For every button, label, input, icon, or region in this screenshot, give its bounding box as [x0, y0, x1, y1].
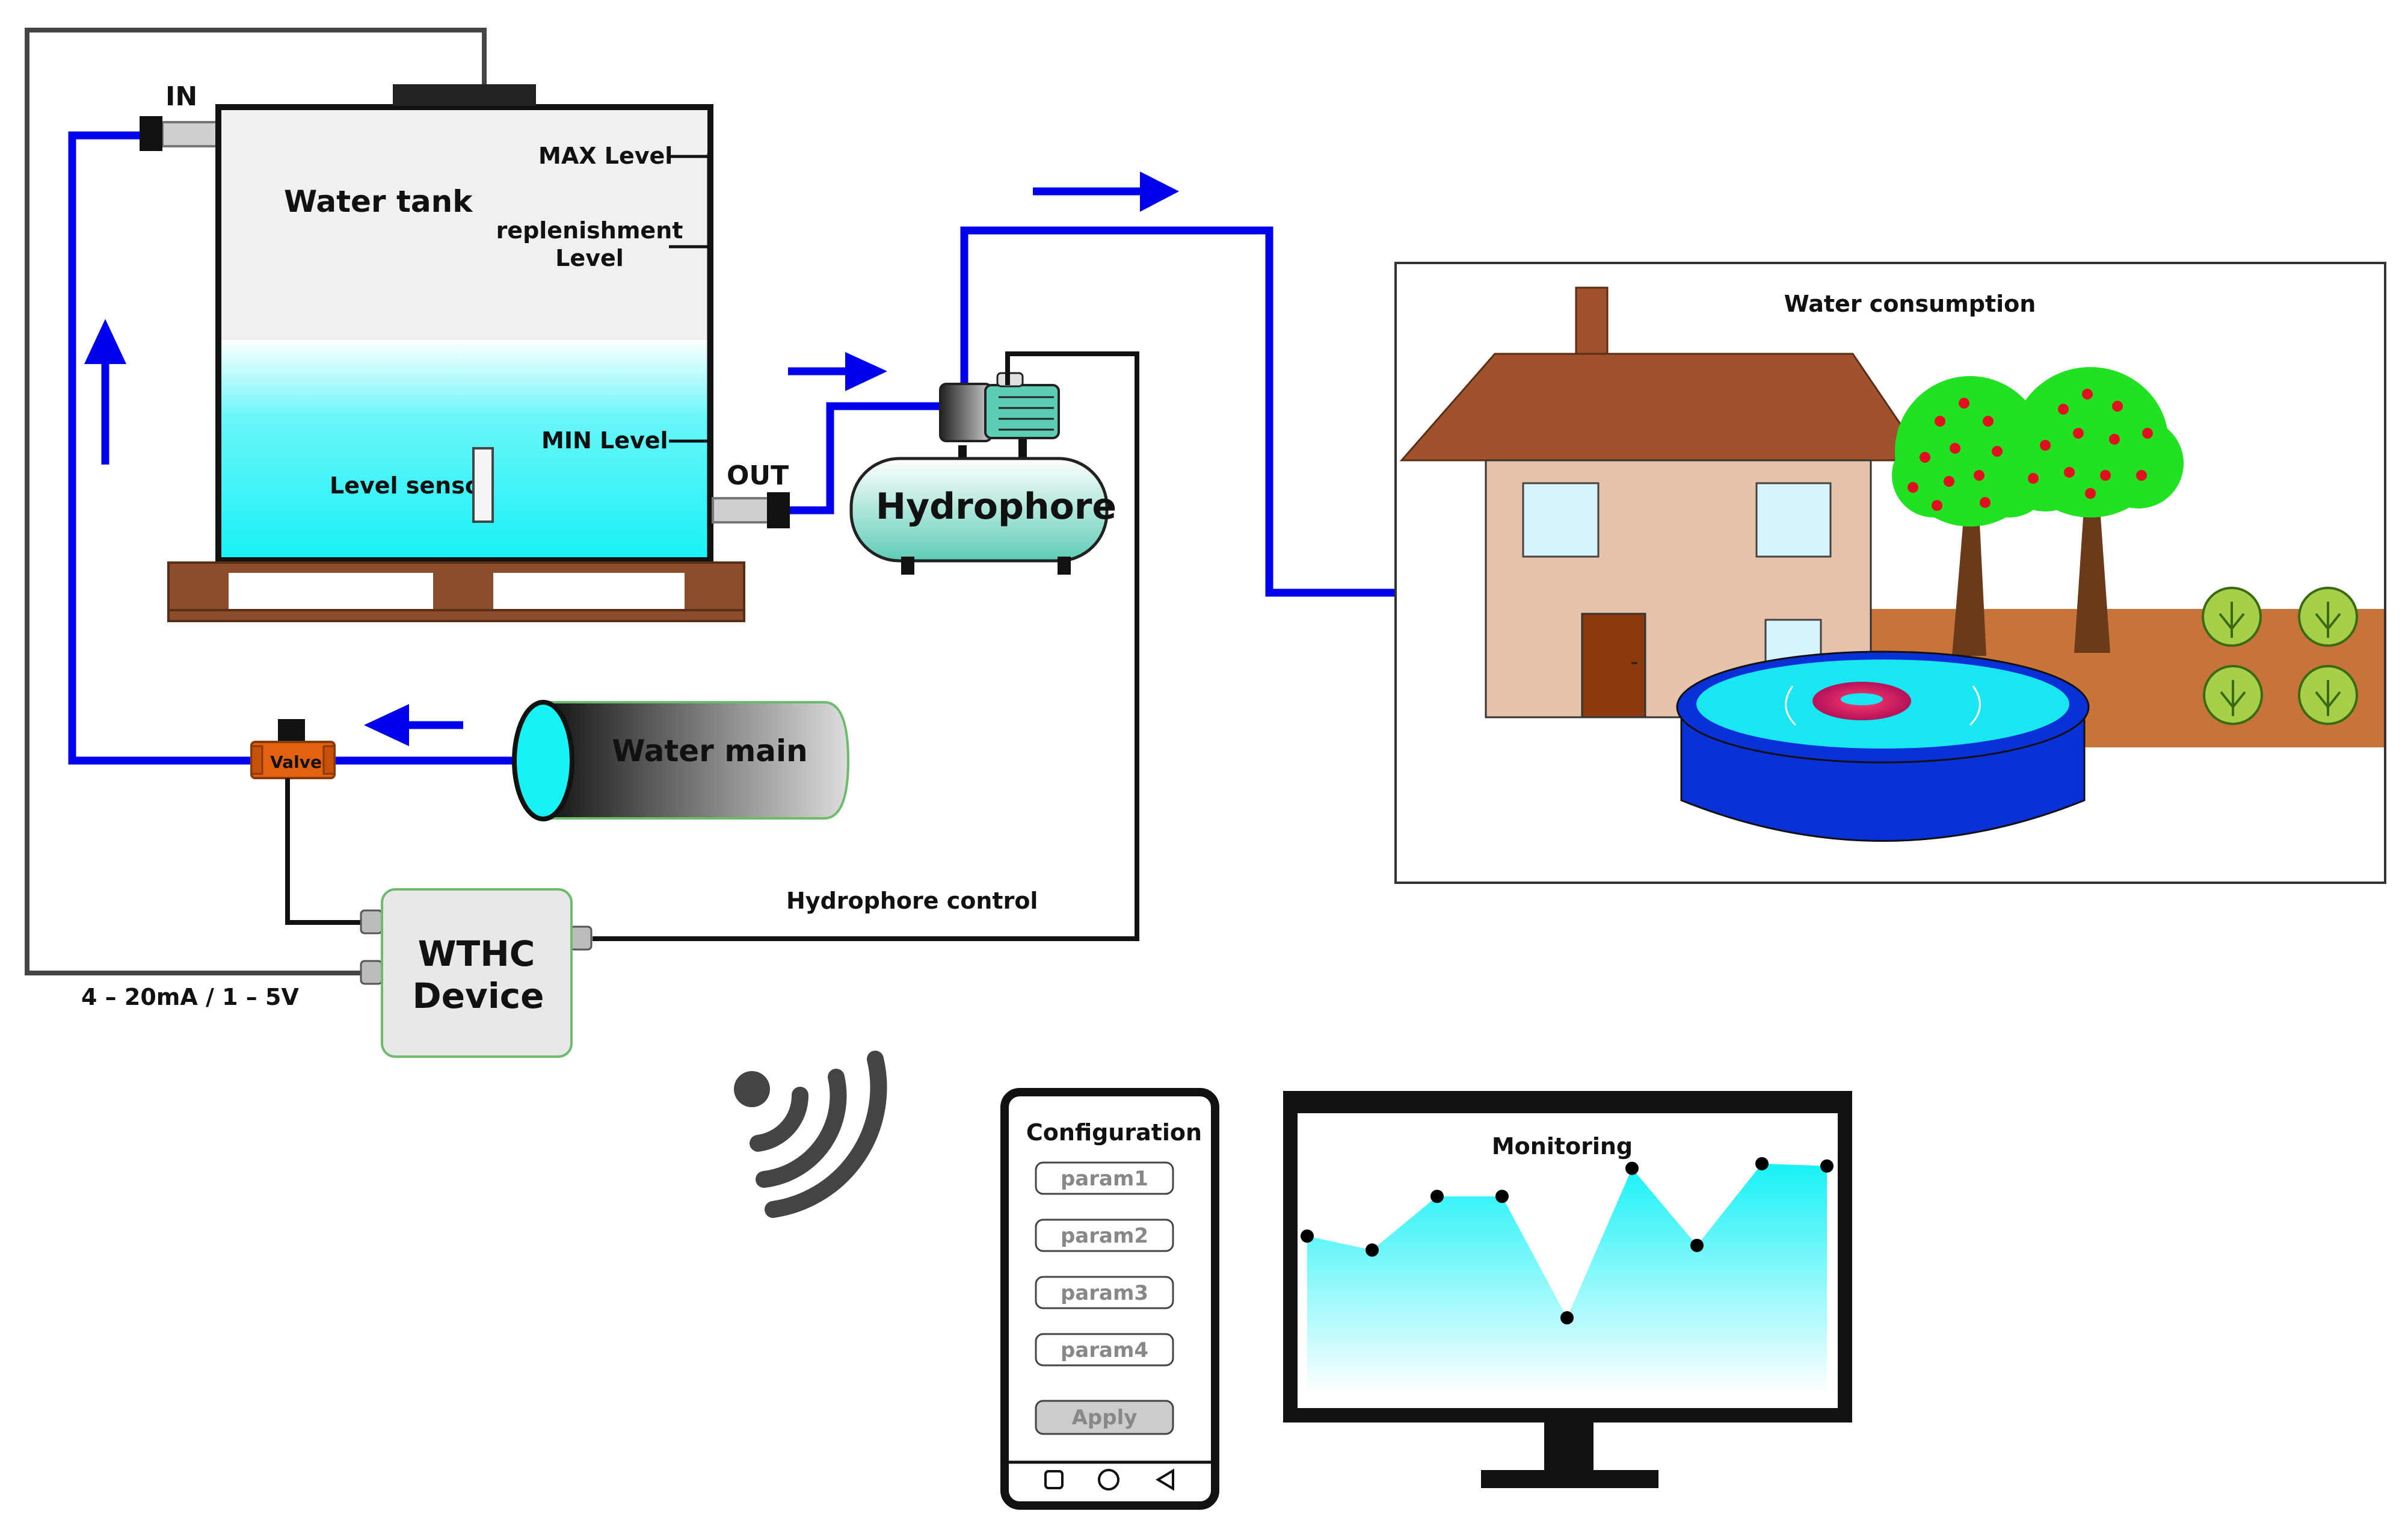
chart-point-8: [1755, 1157, 1769, 1170]
tank-out-label: OUT: [727, 460, 789, 491]
param-field-3[interactable]: param3: [1035, 1276, 1174, 1309]
monitoring-chart-area: [1307, 1163, 1827, 1395]
param-field-2[interactable]: param2: [1035, 1219, 1174, 1252]
chart-point-5: [1560, 1311, 1574, 1324]
param-field-4[interactable]: param4: [1035, 1333, 1174, 1367]
wireless-signal-icon: [734, 1051, 887, 1218]
param-label-1: param1: [1061, 1167, 1148, 1191]
level-sensor-label: Level sensor: [330, 472, 492, 499]
chart-point-7: [1690, 1238, 1704, 1252]
level-sensor: [472, 447, 494, 523]
device-label-line1: WTHC: [418, 933, 535, 974]
outlet-flange: [767, 492, 790, 528]
apply-button-label: Apply: [1072, 1406, 1138, 1430]
chart-point-9: [1820, 1159, 1834, 1173]
phone-configuration: Configuration param1 param2 param3 param…: [1000, 1088, 1219, 1510]
house-window-right: [1755, 482, 1832, 558]
tank-lid: [393, 84, 536, 106]
supply-pipe: [960, 226, 1397, 597]
inlet-flange: [140, 116, 162, 151]
flow-arrow-right-2: [1033, 171, 1179, 212]
tank-title: Water tank: [284, 184, 473, 219]
house-window-left: [1522, 482, 1600, 558]
max-level-label: MAX Level: [538, 143, 673, 169]
house-door: [1581, 613, 1646, 718]
water-main-label: Water main: [612, 734, 808, 768]
device-label-line2: Device: [413, 975, 544, 1016]
param-label-2: param2: [1061, 1224, 1148, 1248]
phone-title: Configuration: [1026, 1119, 1202, 1146]
replenishment-level-label-line2: Level: [555, 245, 624, 271]
monitor-stand-base: [1481, 1470, 1658, 1488]
tree-right: [2000, 367, 2184, 653]
signal-range-label: 4 – 20mA / 1 – 5V: [81, 984, 299, 1010]
valve: Valve: [250, 719, 336, 779]
monitor-stand-neck: [1544, 1415, 1594, 1477]
param-field-1[interactable]: param1: [1035, 1161, 1174, 1195]
consumption-title: Water consumption: [1784, 291, 2036, 317]
param-label-4: param4: [1061, 1338, 1148, 1362]
replenishment-level-label: replenishment: [496, 217, 683, 244]
hydrophore-label: Hydrophore: [876, 486, 1116, 528]
monitoring-chart: [1301, 1157, 1834, 1395]
tank-pallet: [167, 561, 745, 622]
chart-point-4: [1495, 1190, 1509, 1203]
flow-arrow-up: [84, 319, 126, 465]
param-label-3: param3: [1061, 1281, 1148, 1305]
min-level-label: MIN Level: [541, 427, 668, 454]
monitor: Monitoring: [1283, 1091, 1852, 1488]
hydrophore: Hydrophore: [849, 372, 1116, 575]
valve-label: Valve: [270, 752, 322, 772]
inlet-pipe-stub: [161, 121, 218, 147]
nav-back-icon[interactable]: [1156, 1468, 1174, 1491]
hydrophore-control-wire: [593, 351, 1139, 941]
water-main: Water main: [512, 700, 850, 821]
chart-point-3: [1430, 1190, 1444, 1203]
flow-arrow-right-1: [788, 352, 887, 391]
outlet-pipe: [790, 402, 941, 514]
water-consumption-panel: Water consumption: [1394, 262, 2386, 884]
flow-arrow-left: [364, 704, 463, 746]
chart-point-6: [1625, 1161, 1639, 1175]
wthc-device: WTHC Device: [360, 888, 593, 1058]
nav-home-icon[interactable]: [1098, 1469, 1119, 1490]
monitor-title: Monitoring: [1492, 1133, 1633, 1160]
valve-control-wire: [285, 778, 373, 925]
tank-in-label: IN: [165, 81, 197, 112]
hydrophore-control-label: Hydrophore control: [786, 888, 1038, 914]
pump-motor: [939, 383, 993, 442]
tank-water: [218, 340, 710, 560]
chart-point-2: [1366, 1243, 1379, 1257]
device-box: [381, 888, 573, 1058]
cabbage-plants: [2202, 587, 2358, 725]
outlet-pipe-stub: [712, 497, 769, 524]
chart-point-1: [1301, 1229, 1314, 1243]
tank-outline: [215, 104, 713, 563]
nav-recent-icon[interactable]: [1044, 1470, 1064, 1489]
apply-button[interactable]: Apply: [1035, 1400, 1174, 1435]
swimming-pool: [1676, 650, 2090, 842]
water-tank: Water tank MAX Level replenishment Level…: [215, 84, 713, 563]
hydrophore-tank: [849, 457, 1109, 563]
